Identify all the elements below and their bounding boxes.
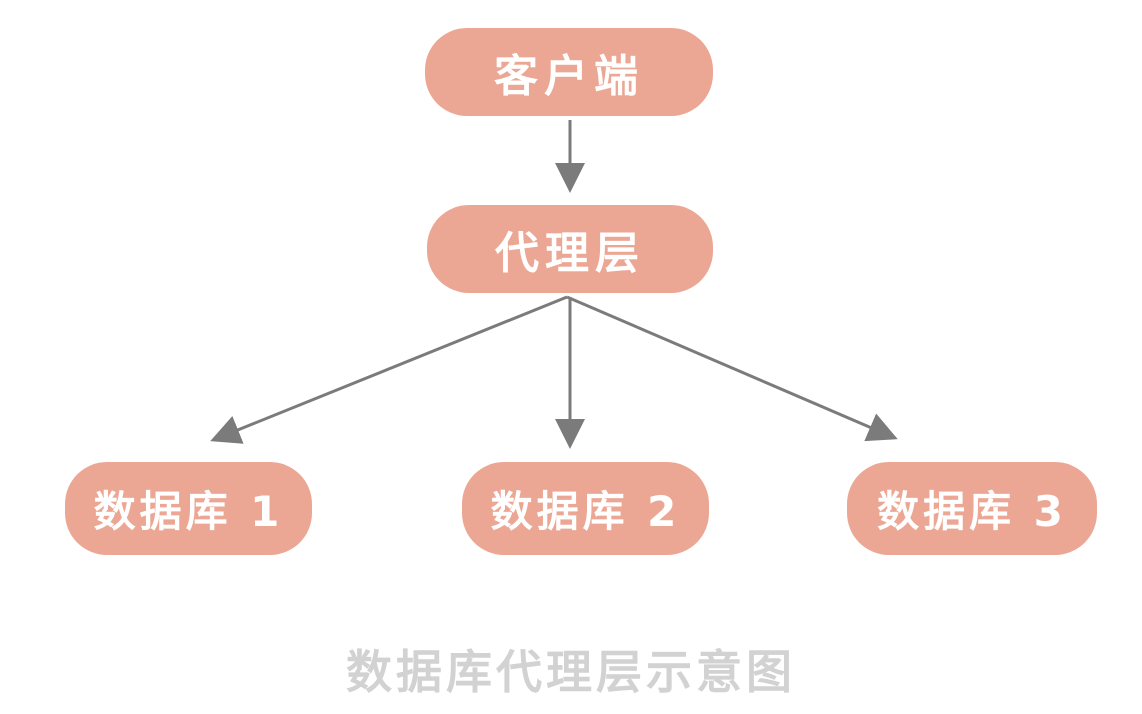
node-database-3: 数据库 3	[847, 462, 1097, 555]
node-database-1: 数据库 1	[65, 462, 312, 555]
diagram-caption: 数据库代理层示意图	[346, 645, 796, 699]
node-database-2: 数据库 2	[462, 462, 709, 555]
node-database-3-label: 数据库 3	[877, 487, 1067, 536]
node-client: 客户端	[425, 28, 713, 116]
node-proxy-layer-label: 代理层	[495, 228, 645, 279]
node-proxy-layer: 代理层	[427, 205, 713, 293]
node-client-label: 客户端	[494, 51, 644, 102]
node-database-1-label: 数据库 1	[93, 487, 284, 536]
arrow-proxy-to-database-1	[210, 295, 568, 444]
node-database-2-label: 数据库 2	[490, 487, 681, 536]
arrow-proxy-to-database-3	[566, 295, 898, 442]
